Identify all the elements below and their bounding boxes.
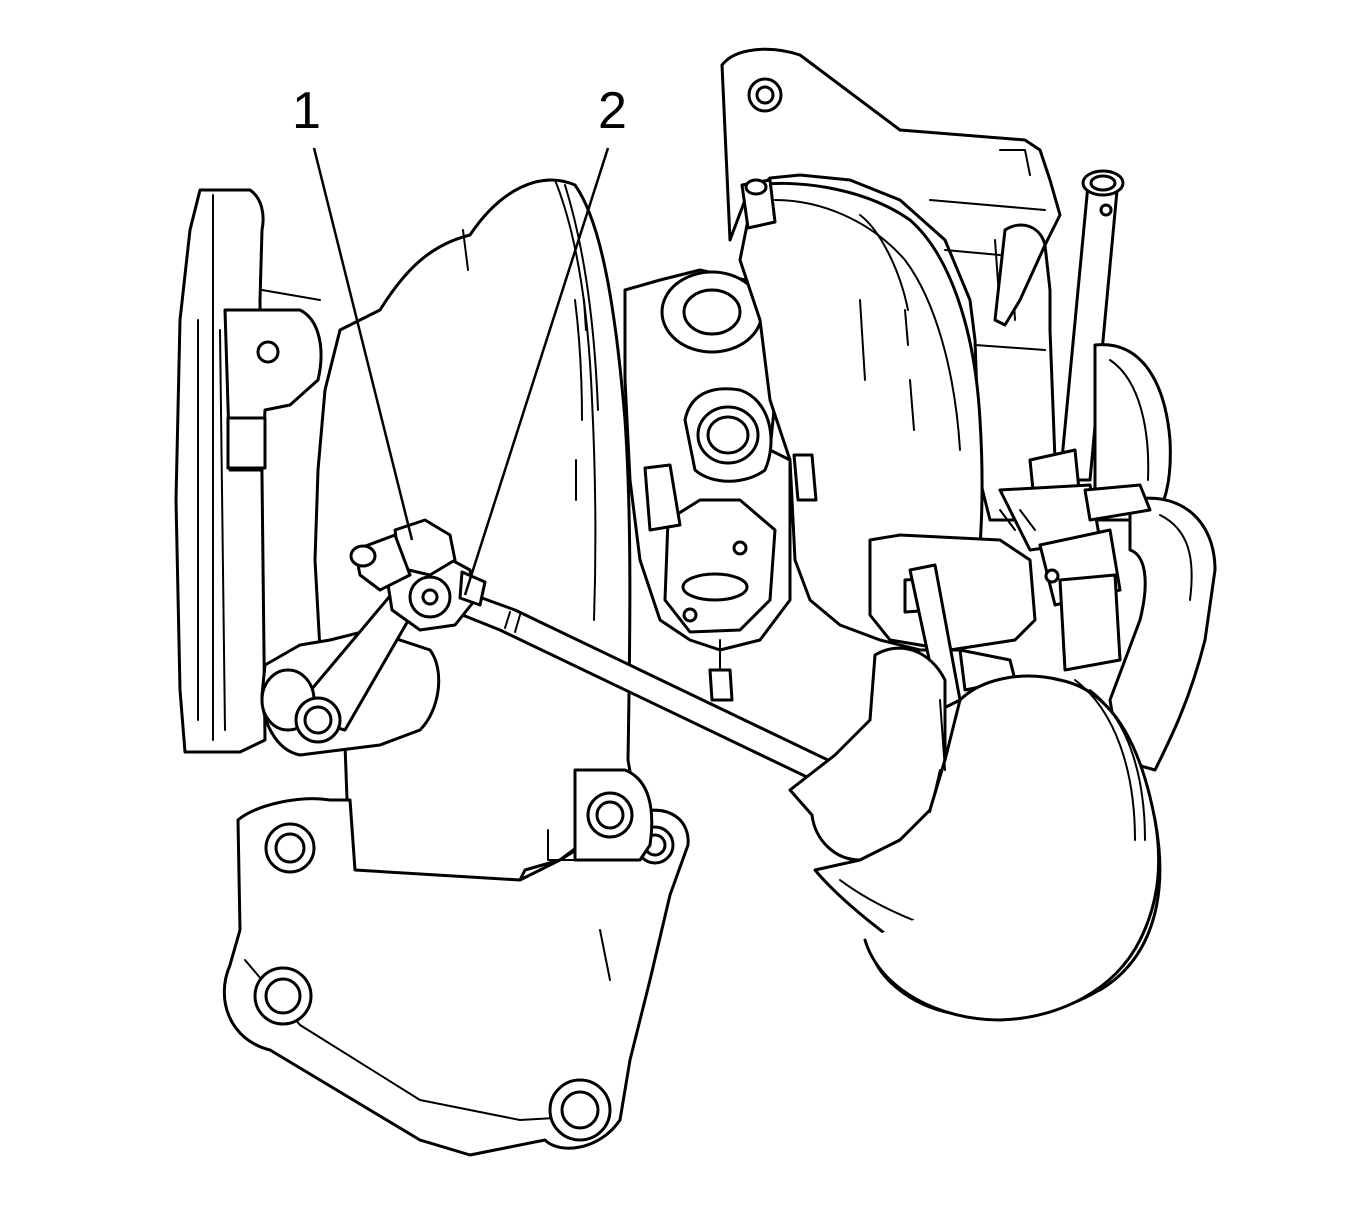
callout-label-2: 2 [598,82,627,140]
feed-pipe [993,169,1125,512]
leader-line-2 [463,147,610,596]
callout-labels: 1 2 [292,82,627,140]
control-solenoid [868,483,1152,672]
inlet-flange [174,188,323,754]
wastegate-actuator [788,646,1162,1022]
lever-nut [349,518,457,592]
center-housing [623,268,792,702]
leader-line-1 [312,147,414,541]
callout-label-1: 1 [292,82,321,140]
wastegate-lever-arm [260,588,441,757]
outlet-flange [222,768,690,1157]
leader-lines [312,147,610,596]
compressor-housing [720,47,1062,652]
outlet-hose [1108,496,1217,772]
